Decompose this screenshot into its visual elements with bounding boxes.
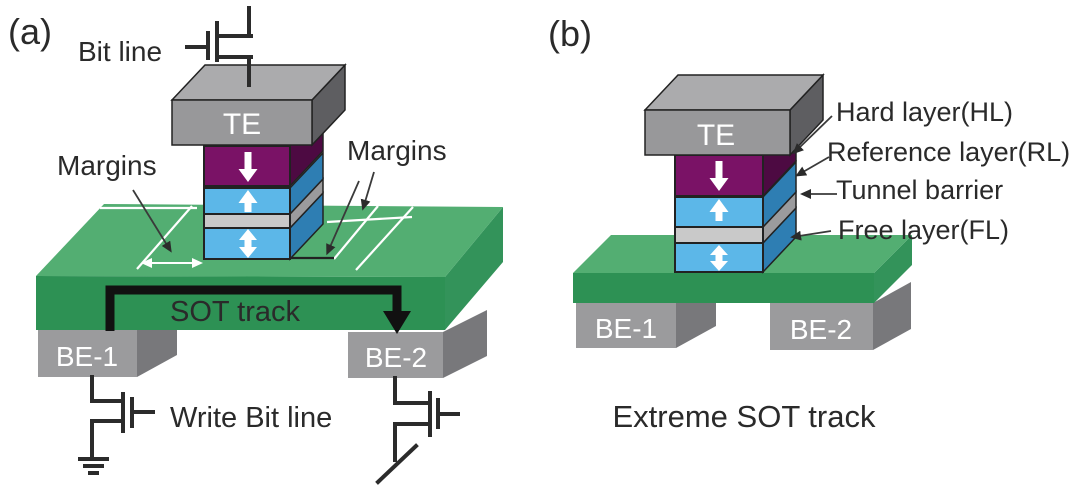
magnetization-up-arrow [238, 190, 258, 212]
magnetization-down-arrow-b [709, 161, 729, 191]
reference-layer-label: Reference layer(RL) [827, 137, 1070, 167]
source-slash-icon [375, 443, 419, 485]
margin-line-right-outer [355, 206, 414, 271]
sot-arrow-head [383, 311, 411, 334]
write-transistor-left-icon [78, 375, 155, 475]
write-transistor-right-wires [393, 376, 460, 462]
be1-label-a: BE-1 [56, 341, 118, 372]
reference-layer-b [674, 160, 797, 229]
tunnel-barrier-label: Tunnel barrier [836, 175, 1003, 205]
sot-current-arrow [105, 285, 411, 334]
te-label-a: TE [223, 108, 261, 141]
magnetization-updown-arrow [239, 229, 257, 258]
sot-track-label: SOT track [170, 296, 300, 328]
ground-icon [78, 457, 109, 475]
margin-guide-lines [100, 205, 414, 271]
magnetization-updown-arrow-b [710, 245, 728, 271]
slab-side-face-b [874, 235, 912, 303]
be2-block-b [770, 282, 911, 350]
measure-arrow-right-head [192, 258, 203, 268]
reference-layer-pointer-arrow [795, 156, 830, 177]
magnetization-down-arrow [238, 152, 258, 182]
free-layer-a [203, 191, 324, 261]
write-transistor-right-icon [375, 376, 460, 485]
margins-right-label: Margins [347, 135, 447, 166]
margins-right-pointer-arrow-2 [326, 180, 360, 256]
mtj-stack-a [203, 109, 324, 261]
tunnel-barrier-b [674, 190, 797, 245]
tunnel-barrier-front [203, 213, 291, 229]
margins-right-pointer-arrow-1 [360, 171, 375, 211]
extreme-sot-track-caption: Extreme SOT track [613, 399, 876, 434]
margin-line-right-inner [333, 205, 379, 260]
write-transistor-left-wires [90, 375, 155, 460]
free-layer-label: Free layer(FL) [838, 215, 1009, 245]
te-front-face-b [644, 109, 791, 156]
reference-layer-a [203, 151, 324, 216]
be2-front-face [348, 332, 443, 378]
panel-a-label: (a) [8, 11, 52, 52]
be2-block-a [348, 310, 487, 378]
be2-front-face-b [770, 303, 873, 350]
margin-measure-arrow [141, 258, 203, 268]
free-layer-pointer-arrow [790, 230, 832, 241]
panel-b-label: (b) [548, 13, 592, 54]
measure-arrow-left-head [141, 258, 152, 268]
margin-line-left-outer [136, 205, 193, 270]
slab-side-face [445, 207, 503, 330]
margins-left-pointer-arrow [132, 189, 172, 253]
be2-side-face [443, 310, 487, 378]
slab-front-face-b [573, 273, 874, 303]
panel-a: (a) Bit line TE Margins Margins SOT trac… [8, 6, 503, 485]
panel-b: (b) TE Hard layer(HL) Reference layer(RL… [548, 13, 1070, 434]
be1-label-b: BE-1 [595, 313, 657, 344]
magnetization-up-arrow-b [709, 199, 729, 221]
hard-layer-label: Hard layer(HL) [836, 97, 1013, 127]
be2-label-b: BE-2 [790, 314, 852, 345]
margins-left-label: Margins [57, 150, 157, 181]
te-label-b: TE [697, 119, 735, 152]
be1-front-face-b [576, 303, 676, 348]
bit-line-label: Bit line [78, 36, 162, 67]
te-block-b [643, 73, 825, 157]
be1-front-face [38, 330, 137, 377]
bit-line-transistor-icon [185, 6, 253, 87]
te-block-a [170, 63, 347, 147]
te-front-face [171, 99, 313, 146]
sot-arrow-shaft [105, 285, 402, 331]
be2-side-face-b [873, 282, 911, 350]
hard-layer-pointer-arrow [792, 115, 833, 155]
write-bit-line-label: Write Bit line [170, 402, 332, 434]
be2-label-a: BE-2 [365, 342, 427, 373]
tunnel-barrier-front-b [674, 226, 764, 244]
